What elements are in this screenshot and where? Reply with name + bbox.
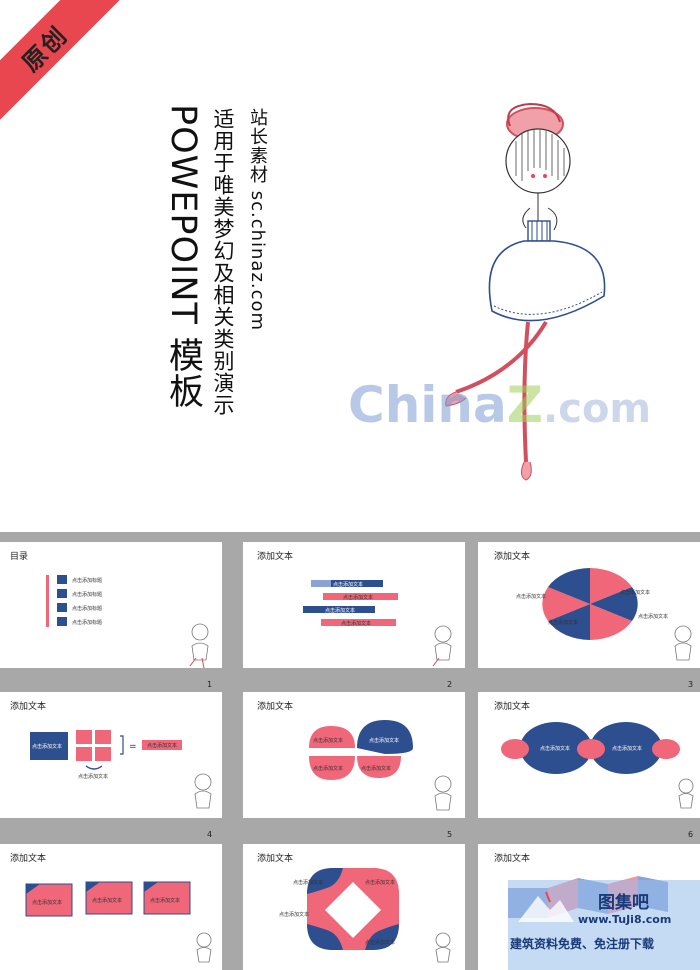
slide-content: 点击添加文本 点击添加文本 点击添加文本 点击添加文本 (516, 568, 692, 661)
petal-label: 点击添加文本 (361, 765, 391, 772)
pie-label: 点击添加文本 (638, 613, 668, 620)
slide-thumbnail[interactable]: 添加文本 点击添加文本 点击添加文本 点击添加文本 点击添加文本 (478, 542, 700, 668)
slide-thumbnail[interactable]: 添加文本 点击添加文本 = 点击添加文本 点击添加文本 (0, 692, 222, 818)
slide-thumbnail[interactable]: 添加文本 点击添加文本 点击添加文本 点击添加文本 点击添加文本 (243, 542, 465, 668)
petal-label: 点击添加文本 (313, 737, 343, 744)
template-title: POWEPOINT 模板 (163, 104, 203, 410)
slide-number: 5 (447, 830, 453, 839)
badge-title: 图集吧 (598, 893, 649, 913)
bar-label: 点击添加文本 (333, 581, 363, 588)
oval-label: 点击添加文本 (540, 745, 570, 752)
mini-girl-icon (435, 932, 451, 963)
slide-title: 添加文本 (494, 552, 531, 562)
slide-thumbnail[interactable]: 目录 点击添加标题 点击添加标题 点击添加标题 点击添加标题 1 (0, 542, 222, 668)
ring-label: 点击添加文本 (365, 879, 395, 886)
slide-content: 点击添加文本 点击添加文本 (501, 722, 694, 809)
slide-content: 点击添加文本 点击添加文本 点击添加文本 (25, 881, 212, 963)
ring-label: 点击添加文本 (365, 939, 395, 946)
mountain-logo-icon (518, 891, 574, 922)
pie-label: 点击添加文本 (516, 593, 546, 600)
list-item: 点击添加标题 (72, 605, 102, 612)
slide-thumbnail[interactable]: 添加文本 点击添加文本 点击添加文本 点击添加文本 (0, 844, 222, 970)
mini-girl-icon (678, 778, 694, 809)
slide-thumbnail[interactable]: 添加文本 点击添加文本 点击添加文本 点击添加文本 点击添加文本 (243, 844, 465, 970)
site-label: 站长素材 sc.chinaz.com (247, 108, 268, 332)
slide-title: 添加文本 (257, 854, 294, 864)
badge-url: www.TuJi8.com (578, 913, 672, 926)
box-label: 点击添加文本 (32, 743, 62, 750)
slide-number: 6 (688, 830, 694, 839)
slide-title: 添加文本 (10, 854, 47, 864)
slide-number: 3 (688, 680, 694, 689)
svg-text:=: = (129, 742, 137, 752)
slide-title: 添加文本 (494, 854, 531, 864)
mini-girl-icon (196, 932, 212, 963)
bar-label: 点击添加文本 (343, 594, 373, 601)
bar-label: 点击添加文本 (325, 607, 355, 614)
slide-number: 1 (207, 680, 213, 689)
tuji8-watermark-badge: 图集吧 www.TuJi8.com 建筑资料免费、免注册下载 (508, 880, 700, 970)
list-item: 点击添加标题 (72, 619, 102, 626)
list-item: 点击添加标题 (72, 591, 102, 598)
slide-thumbnail[interactable]: 添加文本 点击添加文本 点击添加文本 点击添加文本 点击添加文本 (243, 692, 465, 818)
mini-girl-icon (434, 775, 452, 811)
mini-girl-icon (194, 773, 212, 809)
mini-girl-icon (432, 625, 452, 667)
badge-description: 建筑资料免费、免注册下载 (510, 937, 655, 951)
slide-title: 添加文本 (257, 702, 294, 712)
pie-label: 点击添加文本 (620, 589, 650, 596)
original-ribbon: 原创 (0, 0, 126, 130)
ribbon-text: 原创 (16, 20, 74, 78)
oval-label: 点击添加文本 (612, 745, 642, 752)
slide-number: 4 (207, 830, 213, 839)
slide-content: 点击添加文本 点击添加文本 点击添加文本 点击添加文本 (309, 720, 452, 811)
chinaz-watermark: ChinaZ.com (348, 376, 652, 434)
slide-title: 添加文本 (10, 702, 47, 712)
slide-title: 目录 (10, 552, 29, 562)
slide-content: 点击添加文本 = 点击添加文本 点击添加文本 (30, 730, 212, 809)
slide-content: 点击添加标题 点击添加标题 点击添加标题 点击添加标题 (46, 575, 209, 668)
ring-label: 点击添加文本 (293, 879, 323, 886)
slide-number: 2 (447, 680, 453, 689)
slide-content: 点击添加文本 点击添加文本 点击添加文本 点击添加文本 (303, 580, 452, 667)
slide-title: 添加文本 (257, 552, 294, 562)
mini-girl-icon (674, 625, 692, 661)
title-slide: 原创 POWEPOINT 模板 适用于唯美梦幻及相关类别演示 站长素材 sc.c… (0, 0, 652, 481)
ring-label: 点击添加文本 (279, 911, 309, 918)
slide-title: 添加文本 (494, 702, 531, 712)
box-label: 点击添加文本 (147, 742, 177, 749)
petal-label: 点击添加文本 (313, 765, 343, 772)
box-label: 点击添加文本 (78, 773, 108, 780)
mini-girl-icon (189, 623, 209, 668)
list-item: 点击添加标题 (72, 577, 102, 584)
pie-label: 点击添加文本 (548, 619, 578, 626)
petal-label: 点击添加文本 (369, 737, 399, 744)
card-label: 点击添加文本 (150, 897, 180, 904)
slide-thumbnail[interactable]: 添加文本 点击添加文本 点击添加文本 (478, 692, 700, 818)
bar-label: 点击添加文本 (341, 620, 371, 627)
girl-illustration (445, 102, 606, 481)
template-subtitle: 适用于唯美梦幻及相关类别演示 (211, 108, 235, 416)
card-label: 点击添加文本 (92, 897, 122, 904)
card-label: 点击添加文本 (32, 899, 62, 906)
slide-content: 点击添加文本 点击添加文本 点击添加文本 点击添加文本 (279, 868, 451, 963)
slide-thumbnail-grid: 目录 点击添加标题 点击添加标题 点击添加标题 点击添加标题 1 添加文本 点击… (0, 532, 700, 970)
